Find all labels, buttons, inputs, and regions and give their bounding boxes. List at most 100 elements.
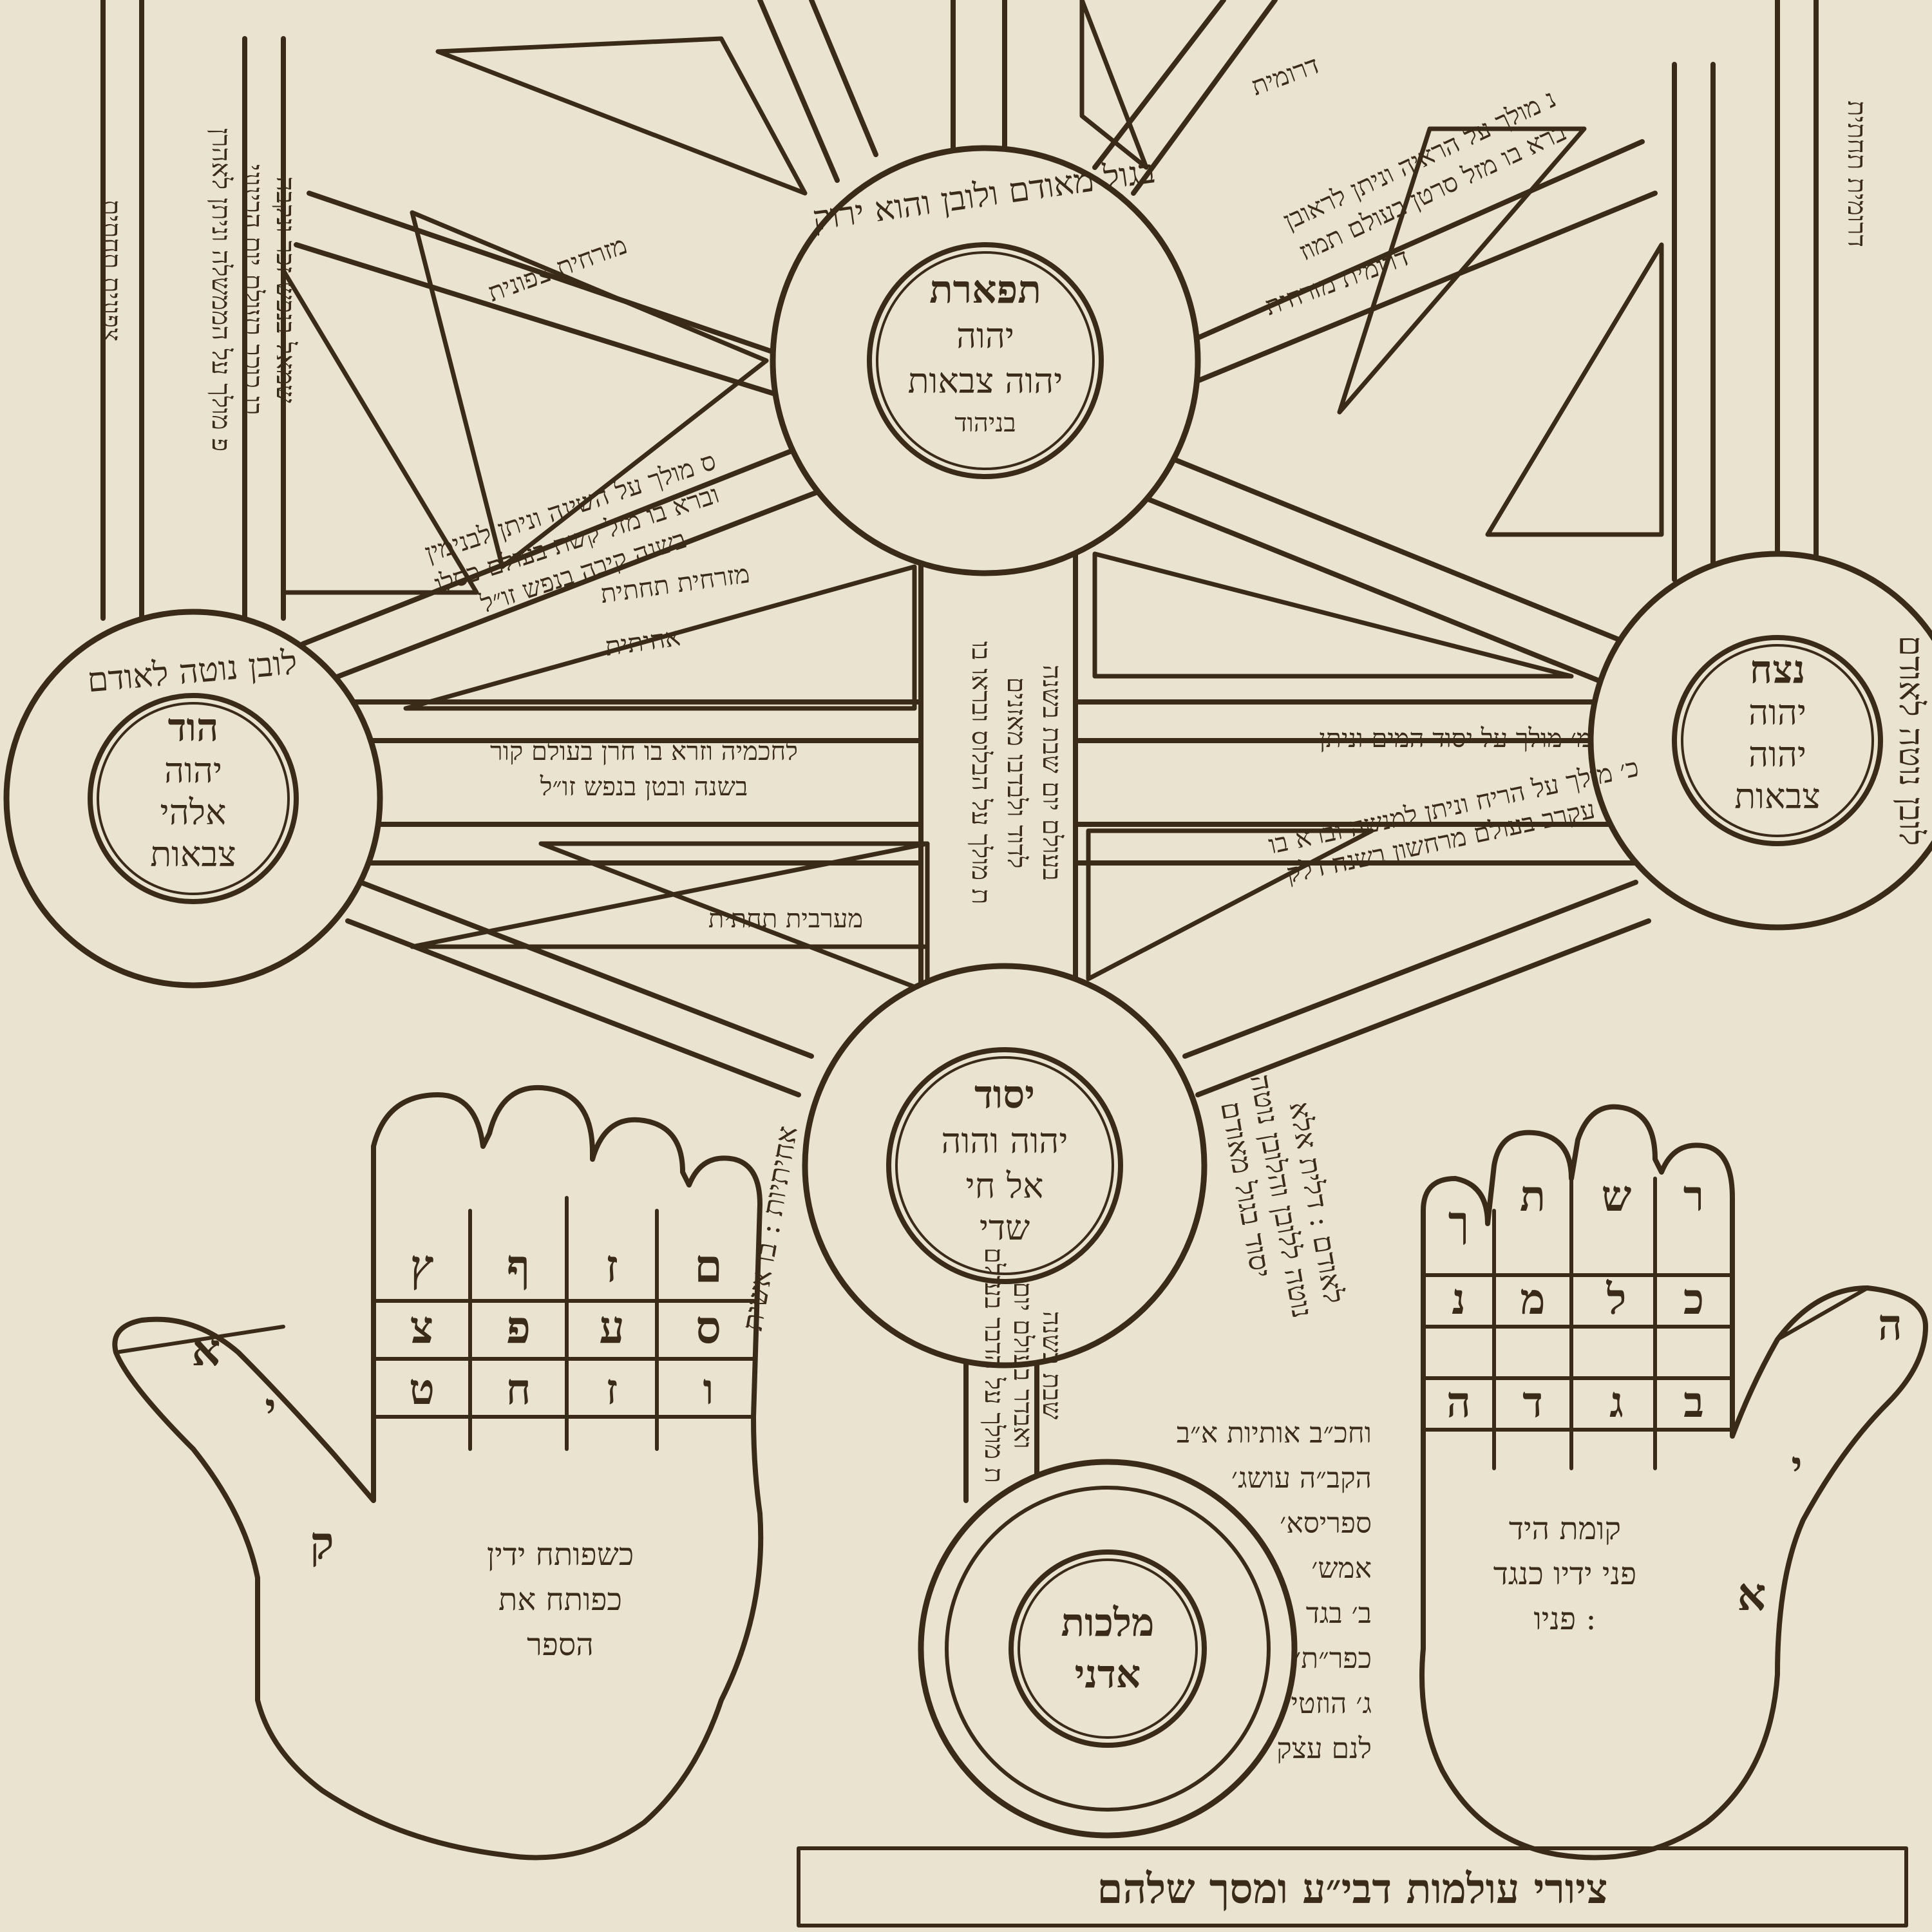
netzach-ring-text: לובן נוטה לאודם xyxy=(1891,636,1930,846)
sefira-tiferet: תפארת יהוה יהוה צבאות בניהוד בגול מאודם … xyxy=(770,145,1201,576)
yesod-inner-ring-2 xyxy=(895,1056,1114,1275)
triangle-right-upper xyxy=(1485,242,1664,537)
left-thumb-letter-2: י xyxy=(265,1383,276,1434)
path-text-pe-2: בו כוכב בעולם יום הבינוני xyxy=(238,164,268,415)
right-hand-text-1: קומת היד xyxy=(1509,1511,1621,1547)
left-letter-r1-c2: פ xyxy=(506,1300,531,1354)
right-letter-r0-c0: ר xyxy=(1683,1171,1704,1221)
hod-inner-ring-2 xyxy=(97,702,290,895)
hod-name: הוד xyxy=(168,705,219,750)
path-hod-netzach-upper-right xyxy=(1073,699,1651,743)
path-up-center xyxy=(951,0,1007,151)
caption-frame xyxy=(797,1846,1908,1927)
triangle-top-left xyxy=(435,36,808,196)
triangle-top-center xyxy=(1079,0,1149,170)
yesod-outer-ring xyxy=(802,963,1208,1368)
caption-text: ציורי עולמות דבי״ע ומסך שלהם xyxy=(1097,1865,1608,1913)
right-letter-r0-c3: ך xyxy=(1448,1197,1469,1247)
path-text-tav: ת מולך על הבלוס ובראו בו xyxy=(966,641,996,905)
right-letter-r2-c1: ג xyxy=(1609,1377,1624,1427)
hod-divine-name-3: צבאות xyxy=(150,834,236,875)
triangle-top-right xyxy=(1337,126,1587,415)
netzach-divine-name-1: יהוה xyxy=(1748,692,1806,733)
yesod-divine-name-3: שדי xyxy=(980,1208,1030,1248)
left-thumb-letter-1: א xyxy=(192,1323,221,1376)
left-letter-r0-c0: ם xyxy=(694,1239,723,1293)
triangle-left-mid xyxy=(410,210,769,569)
right-letter-r0-c1: ש xyxy=(1602,1171,1632,1221)
right-hand-grid xyxy=(1421,1177,1870,1470)
triangle-left-lower-b xyxy=(538,841,930,994)
path-tiferet-netzach xyxy=(1137,448,1664,698)
sefira-netzach: נצח יהוה יהוה צבאות לובן נוטה לאודם xyxy=(1587,551,1932,931)
left-letter-r2-c1: ז xyxy=(606,1364,618,1414)
path-text-tav-3: בעולם יום שבת בשנה xyxy=(1037,665,1066,880)
tiferet-divine-name-1: יהוה xyxy=(956,316,1014,356)
netzach-outer-ring xyxy=(1587,551,1932,931)
triangles xyxy=(281,0,1664,994)
path-upper-left-a xyxy=(294,191,801,402)
malchut-inner-ring xyxy=(1009,1549,1207,1748)
malchut-divine-name: אדני xyxy=(1075,1652,1141,1697)
malchut-column-line-3: שבת בשנה xyxy=(1037,1311,1066,1420)
right-letter-r1-c0: כ xyxy=(1683,1274,1704,1324)
connecting-paths xyxy=(100,0,1819,1503)
left-hand-outline xyxy=(112,1084,764,1861)
left-letter-r2-c3: ט xyxy=(409,1364,435,1414)
triangle-center-left xyxy=(403,564,917,711)
path-hod-netzach-lower-right xyxy=(1073,822,1638,866)
left-thumb-letter-3: ק xyxy=(310,1516,334,1569)
path-left-vertical-outer xyxy=(100,0,144,621)
path-right-vertical-outer xyxy=(1775,0,1819,621)
tiferet-inner-ring-2 xyxy=(876,251,1095,470)
letters-column-line-2: הקב״ה עושג׳ xyxy=(1231,1462,1372,1495)
yesod-name: יסוד xyxy=(974,1072,1035,1117)
triangle-right-lower-a xyxy=(1086,828,1374,981)
right-letter-r1-c1: ל xyxy=(1606,1274,1627,1324)
left-hand-grid xyxy=(114,1196,755,1451)
hod-divine-name-2: אלהי xyxy=(160,792,227,833)
tiferet-divine-name-2: יהוה צבאות xyxy=(908,361,1063,401)
sefira-yesod: יסוד יהוה והוה אל חי שדי xyxy=(802,963,1208,1368)
right-letter-r1-c2: מ xyxy=(1520,1274,1545,1324)
yesod-divine-name-1: יהוה והוה xyxy=(941,1121,1068,1161)
left-letter-r0-c2: ף xyxy=(507,1239,530,1293)
path-text-pe: פ מולך על הממשלה וניתן לאהרן xyxy=(206,128,236,452)
yesod-inner-ring xyxy=(886,1047,1123,1284)
left-hand-text-1: כשפותח ידין xyxy=(487,1537,634,1573)
path-up-left xyxy=(757,0,878,183)
left-hand-text-3: הספר xyxy=(527,1627,594,1663)
letters-column-line-1: וחכ״ב אותיות א״ב xyxy=(1177,1417,1372,1450)
caption-box: ציורי עולמות דבי״ע ומסך שלהם xyxy=(797,1846,1908,1927)
path-text-lamed-2: בשנה ובטן בנפש זו״ל xyxy=(540,772,748,802)
path-right-vertical xyxy=(1672,62,1716,582)
hod-outer-ring xyxy=(3,609,383,989)
left-hand-text-2: כפותח את xyxy=(498,1582,622,1618)
right-letter-r2-c3: ה xyxy=(1446,1377,1471,1427)
right-letter-r0-c2: ת xyxy=(1520,1171,1546,1221)
hod-inner-ring xyxy=(88,693,299,904)
triangle-left-upper xyxy=(281,268,479,595)
netzach-divine-name-2: יהוה xyxy=(1748,734,1806,775)
netzach-name: נצח xyxy=(1750,647,1805,692)
direction-label-5: צפונית תחתית xyxy=(97,200,126,341)
triangle-right-mid xyxy=(1092,551,1574,679)
path-hod-netzach-upper xyxy=(345,699,923,743)
malchut-column-line-1: ת מולך על הדבר בעולם xyxy=(979,1247,1009,1483)
tiferet-sub: בניהוד xyxy=(954,408,1016,438)
right-letter-r1-c3: נ xyxy=(1452,1274,1465,1324)
left-hand: ם ז ף ץ ס ע פ צ ו ז ח ט א י ק כשפותח ידי… xyxy=(112,1084,764,1861)
letters-column-line-4: אמש׳ xyxy=(1311,1552,1372,1585)
netzach-divine-name-3: צבאות xyxy=(1734,776,1820,817)
tiferet-inner-ring xyxy=(867,242,1104,479)
right-thumb-letter-3: א xyxy=(1738,1567,1766,1621)
letters-column-line-8: לנם עצק xyxy=(1276,1732,1372,1765)
malchut-column-line-2: ואבדר בעולם יום xyxy=(1008,1282,1037,1448)
left-letter-r1-c1: ע xyxy=(599,1300,625,1354)
path-text-lamed: לחכמיה וזרא בו חרן בעולם קור xyxy=(490,737,798,766)
letters-column-line-7: ג׳ הוזטי׳ xyxy=(1284,1687,1372,1720)
malchut-middle-ring xyxy=(945,1486,1271,1812)
path-up-right xyxy=(1092,0,1278,196)
netzach-inner-ring xyxy=(1672,635,1883,846)
